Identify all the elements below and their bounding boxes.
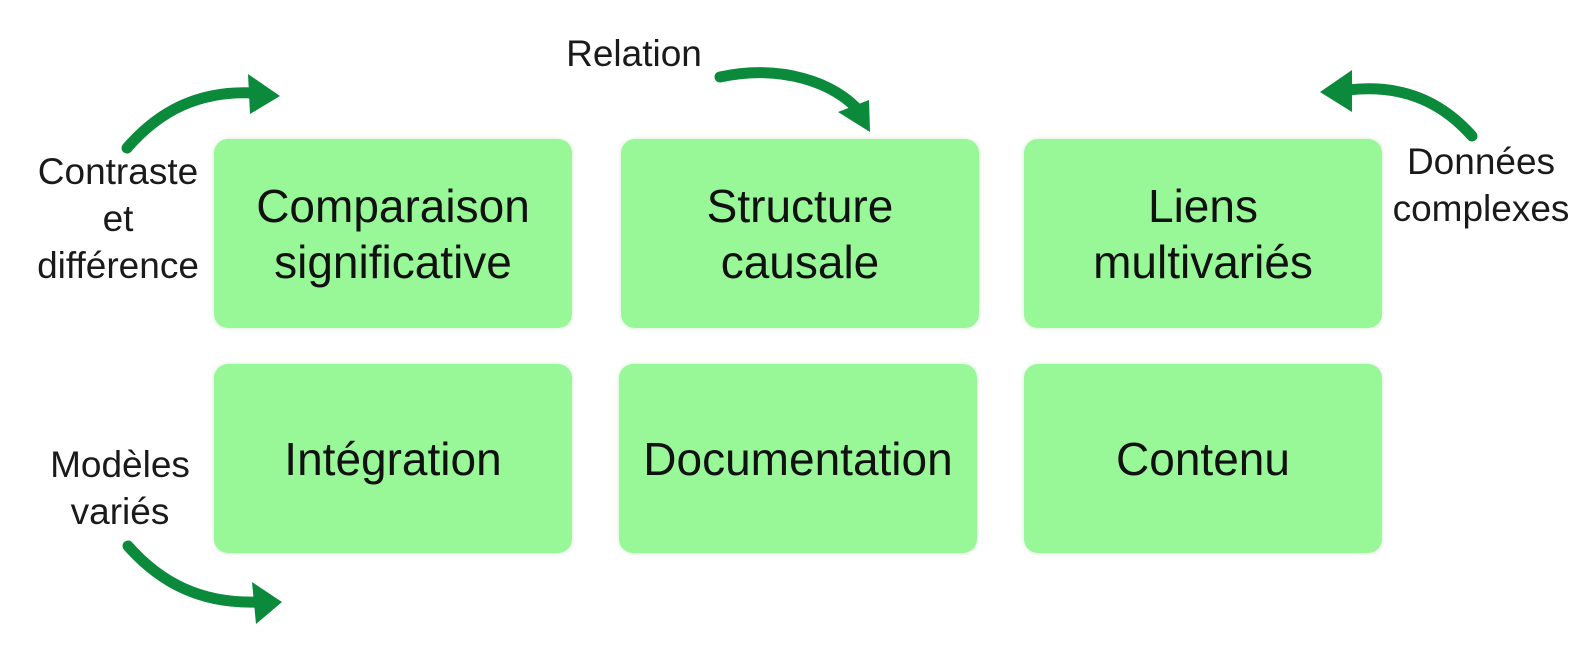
box-structure: Structure causale: [621, 139, 979, 328]
curved-arrow-top-right: [1320, 70, 1478, 142]
label-contraste: Contraste et différence: [37, 151, 199, 286]
box-integration: Intégration: [214, 364, 572, 553]
curved-arrow-relation: [714, 67, 870, 132]
label-donnees: Données complexes: [1392, 141, 1570, 229]
label-modeles: Modèles variés: [50, 444, 190, 532]
label-relation: Relation: [566, 33, 702, 74]
box-contenu: Contenu: [1024, 364, 1382, 553]
box-contenu-label: Contenu: [1116, 432, 1290, 485]
curved-arrow-bottom-left: [122, 540, 282, 624]
box-documentation: Documentation: [619, 364, 977, 553]
curved-arrow-top-left: [121, 74, 280, 154]
box-comparaison-label: Comparaison significative: [256, 179, 530, 288]
box-documentation-label: Documentation: [643, 432, 953, 485]
box-liens: Liens multivariés: [1024, 139, 1382, 328]
box-liens-label: Liens multivariés: [1093, 179, 1313, 288]
box-comparaison: Comparaison significative: [214, 139, 572, 328]
box-integration-label: Intégration: [284, 432, 502, 485]
box-structure-label: Structure causale: [706, 179, 894, 288]
